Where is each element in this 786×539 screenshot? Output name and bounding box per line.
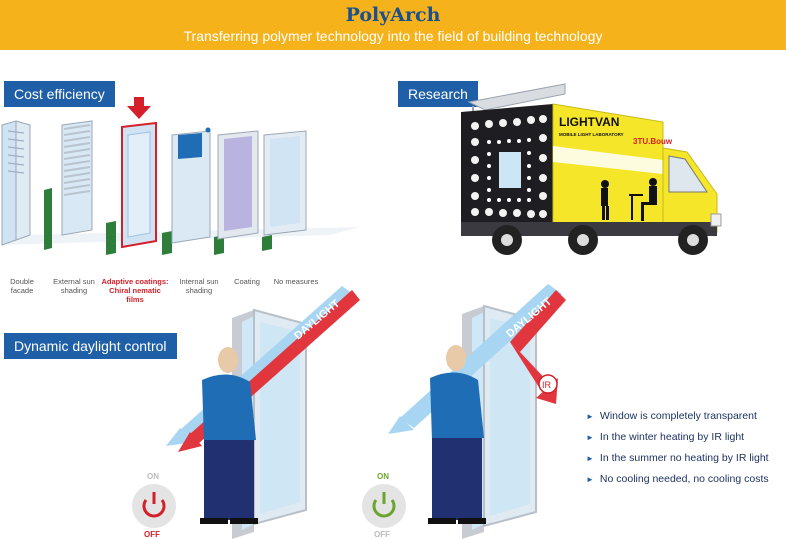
bullet-triangle-icon: ► [586,412,594,421]
van-logo: 3TU.Bouw [633,137,673,146]
coating-window [217,130,272,251]
bullet-triangle-icon: ► [586,454,594,463]
external-sun-shading-window [61,120,116,255]
caption-coating: Coating [234,277,260,286]
van-wheel [678,225,708,255]
van-name: LIGHTVAN [559,115,619,129]
list-item: ►In the winter heating by IR light [586,431,745,443]
dynamic-scene-off: DAYLIGHT ON OFF [132,286,360,539]
off-label: OFF [144,530,160,539]
benefits-list: ►Window is completely transparent ►In th… [586,410,769,494]
van-tagline: MOBILE LIGHT LABORATORY [559,132,624,137]
power-off-button-icon [132,484,176,528]
header-banner: PolyArch Transferring polymer technology… [0,0,786,50]
on-label: ON [147,472,159,481]
internal-sun-shading-window [171,127,224,255]
lightvan-illustration: LIGHTVAN MOBILE LIGHT LABORATORY 3TU.Bou… [461,83,722,255]
double-facade-window [1,120,52,250]
section-label-dynamic-daylight: Dynamic daylight control [4,333,177,359]
list-item: ►In the summer no heating by IR light [586,452,769,464]
section-label-research: Research [398,81,478,107]
off-label: OFF [374,530,390,539]
person-figure [428,345,486,524]
page-subtitle: Transferring polymer technology into the… [183,28,603,44]
highlight-arrow-icon [127,97,151,119]
section-label-cost-efficiency: Cost efficiency [4,81,115,107]
list-item: ►Window is completely transparent [586,410,757,422]
power-on-button-icon [362,484,406,528]
page-title: PolyArch [345,4,441,26]
person-figure [200,347,258,524]
ir-label: IR [542,380,552,390]
bullet-triangle-icon: ► [586,433,594,442]
bullet-triangle-icon: ► [586,475,594,484]
caption-no-measures: No measures [273,277,319,286]
list-item: ►No cooling needed, no cooling costs [586,473,769,485]
van-wheel [568,225,598,255]
on-label: ON [377,472,389,481]
no-measures-window [263,130,307,236]
adaptive-coating-window [121,121,172,255]
shading-comparison-illustration [0,97,360,255]
dynamic-scene-on: DAYLIGHT IR ON OFF [362,284,566,539]
van-wheel [492,225,522,255]
